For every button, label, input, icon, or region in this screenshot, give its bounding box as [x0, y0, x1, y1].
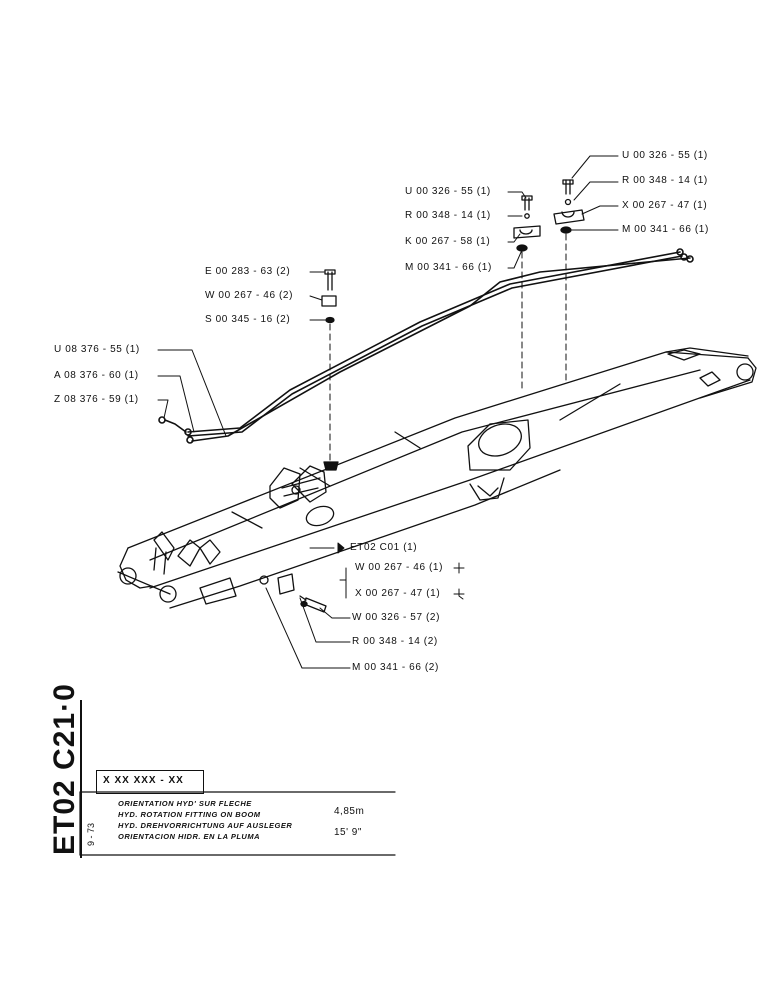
description-english: HYD. ROTATION FITTING ON BOOM: [118, 810, 261, 819]
part-label-k-00-267-58: K 00 267 - 58 (1): [405, 236, 491, 247]
part-label-w-00-326-57: W 00 326 - 57 (2): [352, 612, 441, 623]
drawing-date: 9 - 73: [86, 822, 96, 846]
fitting-stack-left: [321, 269, 339, 471]
fitting-stack-lower: [259, 573, 327, 613]
fitting-stack-mid: [513, 195, 541, 391]
drawing-code: ET02 C21·0: [48, 683, 81, 855]
reference-et02-c01: ET02 C01 (1): [350, 542, 418, 553]
part-label-u-08-376-55: U 08 376 - 55 (1): [54, 344, 140, 355]
part-label-m-00-341-66: M 00 341 - 66 (1): [622, 224, 709, 235]
leader-lines: [157, 155, 619, 669]
part-label-m-00-341-66-bolt: M 00 341 - 66 (2): [352, 662, 439, 673]
description-spanish: ORIENTACION HIDR. EN LA PLUMA: [118, 832, 260, 841]
description-french: ORIENTATION HYD' SUR FLECHE: [118, 799, 252, 808]
part-label-a-08-376-60: A 08 376 - 60 (1): [54, 370, 139, 381]
part-label-z-08-376-59: Z 08 376 - 59 (1): [54, 394, 139, 405]
boom: [117, 347, 757, 609]
part-number: X XX XXX - XX: [103, 775, 184, 786]
boom-length-metric: 4,85m: [334, 806, 365, 817]
drawing-code-frame: [46, 700, 82, 858]
part-label-w-00-267-46-lower: W 00 267 - 46 (1): [355, 562, 444, 573]
part-label-r-00-348-14: R 00 348 - 14 (1): [622, 175, 708, 186]
part-label-e-00-283-63: E 00 283 - 63 (2): [205, 266, 291, 277]
boom-length-imperial: 15' 9": [334, 827, 362, 838]
part-label-w-00-267-46: W 00 267 - 46 (2): [205, 290, 294, 301]
description-german: HYD. DREHVORRICHTUNG AUF AUSLEGER: [118, 821, 293, 830]
fitting-stack-top-right: [553, 179, 585, 381]
part-number-box: X XX XXX - XX: [96, 770, 204, 794]
part-label-r-00-348-14-bolt: R 00 348 - 14 (2): [352, 636, 438, 647]
part-label-m-00-341-66-mid: M 00 341 - 66 (1): [405, 262, 492, 273]
part-label-s-00-345-16: S 00 345 - 16 (2): [205, 314, 291, 325]
part-label-x-00-267-47: X 00 267 - 47 (1): [622, 200, 708, 211]
part-label-r-00-348-14-mid: R 00 348 - 14 (1): [405, 210, 491, 221]
part-label-u-00-326-55: U 00 326 - 55 (1): [622, 150, 708, 161]
hydraulic-hoses: [158, 248, 694, 444]
part-label-x-00-267-47-lower: X 00 267 - 47 (1): [355, 588, 441, 599]
part-label-u-00-326-55-mid: U 00 326 - 55 (1): [405, 186, 491, 197]
